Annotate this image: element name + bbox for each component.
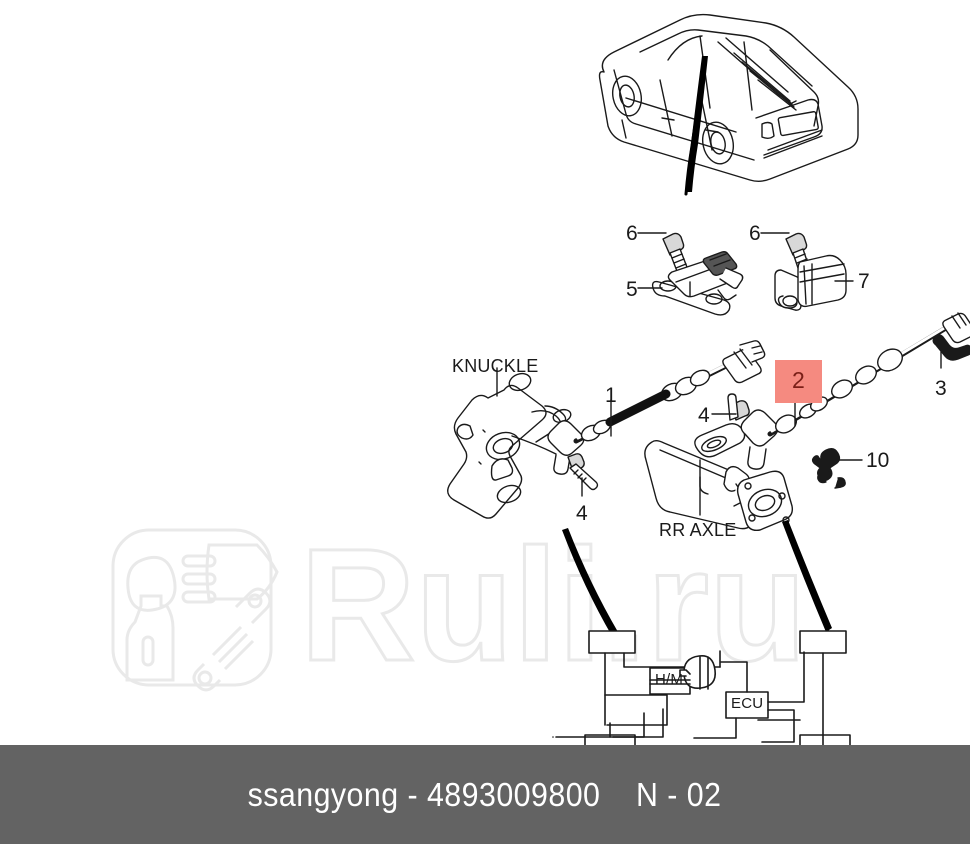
rear-speed-sensor-cable: [727, 312, 970, 470]
callout-2-highlighted: 2: [775, 360, 822, 403]
label-knuckle: KNUCKLE: [452, 356, 539, 376]
label-hm-box: H/M: [655, 671, 684, 688]
callout-4-axle: 4: [698, 404, 710, 427]
yaw-rate-sensor-assembly: [651, 232, 744, 316]
harness-clamp-10: [811, 448, 846, 489]
label-rr-axle: RR AXLE: [659, 520, 737, 540]
cable-clip-3: [932, 334, 970, 361]
callout-6-right: 6: [749, 222, 761, 245]
watermark-text: Ruli.ru: [300, 515, 807, 694]
vehicle-illustration: [598, 13, 859, 182]
callout-10: 10: [866, 449, 890, 472]
steering-knuckle: [447, 372, 572, 519]
callout-5: 5: [626, 278, 638, 301]
callout-leader-lines: [496, 232, 942, 516]
callout-6-left: 6: [626, 222, 638, 245]
watermark-logo-icon: [111, 528, 279, 692]
front-speed-sensor-cable: [547, 340, 766, 491]
callout-1: 1: [605, 384, 617, 407]
lateral-g-sensor-assembly: [774, 232, 847, 311]
footer-part-label: ssangyong - 4893009800 N - 02: [248, 775, 722, 813]
callout-3: 3: [935, 377, 947, 400]
callout-4-knuckle: 4: [576, 502, 588, 525]
label-ecu-box: ECU: [731, 695, 764, 712]
callout-7: 7: [858, 270, 870, 293]
brake-system-schematic: [552, 520, 851, 754]
footer-bar: ssangyong - 4893009800 N - 02: [0, 745, 970, 844]
